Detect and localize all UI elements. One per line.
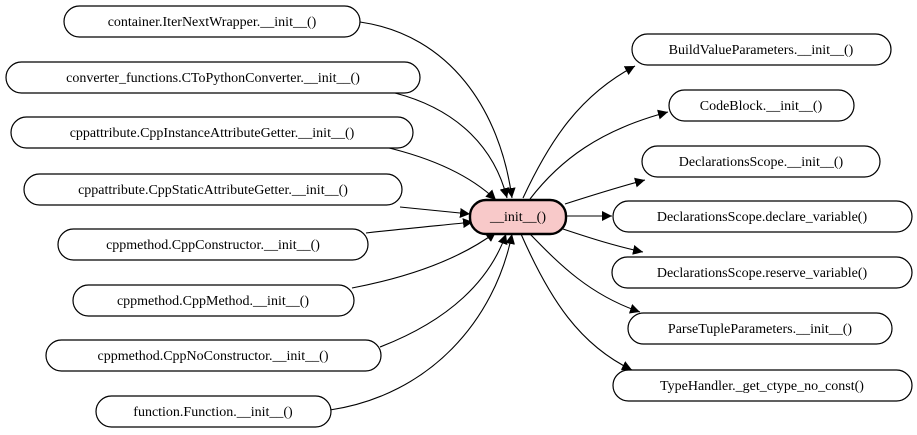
node-label: cppmethod.CppMethod.__init__() [117, 294, 309, 309]
node-callee-declarationsscope-reserve-variable[interactable]: DeclarationsScope.reserve_variable() [611, 256, 913, 289]
node-caller-cppmethod-cppmethod-init[interactable]: cppmethod.CppMethod.__init__() [72, 284, 355, 317]
node-caller-cppattribute-cppinstanceattributegetter-init[interactable]: cppattribute.CppInstanceAttributeGetter.… [10, 116, 414, 149]
edge-c5-to-init [365, 218, 474, 234]
edge-c7-to-init [379, 233, 508, 348]
node-label: DeclarationsScope.reserve_variable() [657, 266, 868, 281]
node-callee-parsetupleparameters-init[interactable]: ParseTupleParameters.__init__() [627, 312, 893, 345]
node-label: DeclarationsScope.declare_variable() [657, 210, 868, 225]
edge-c6-to-init [351, 231, 497, 289]
node-callee-buildvalueparameters-init[interactable]: BuildValueParameters.__init__() [631, 33, 892, 66]
edge-init-to-e2 [529, 109, 669, 200]
edge-c3-to-init [384, 146, 497, 201]
node-label: cppmethod.CppNoConstructor.__init__() [98, 349, 329, 364]
edge-init-to-e7 [520, 233, 633, 371]
node-caller-cppattribute-cppstaticattributegetter-init[interactable]: cppattribute.CppStaticAttributeGetter.__… [23, 173, 403, 206]
node-callee-declarationsscope-init[interactable]: DeclarationsScope.__init__() [641, 145, 881, 178]
node-label: CodeBlock.__init__() [700, 99, 823, 114]
edge-c2-to-init [394, 92, 510, 199]
node-center-init[interactable]: __init__() [468, 198, 568, 236]
node-label: converter_functions.CToPythonConverter._… [66, 71, 360, 86]
node-label: cppattribute.CppStaticAttributeGetter.__… [78, 183, 348, 198]
node-label: __init__() [489, 210, 546, 225]
node-label: ParseTupleParameters.__init__() [668, 322, 853, 337]
node-label: function.Function.__init__() [133, 405, 293, 420]
node-callee-codeblock-init[interactable]: CodeBlock.__init__() [668, 89, 855, 122]
node-caller-container-iternextwrapper-init[interactable]: container.IterNextWrapper.__init__() [63, 5, 361, 38]
edge-init-to-e1 [522, 65, 636, 199]
edge-c1-to-init [359, 21, 516, 199]
node-label: TypeHandler._get_ctype_no_const() [660, 379, 864, 394]
node-caller-cppmethod-cppnoconstructor-init[interactable]: cppmethod.CppNoConstructor.__init__() [45, 339, 382, 372]
node-caller-converter-functions-ctopythonconverter-init[interactable]: converter_functions.CToPythonConverter._… [5, 61, 421, 94]
node-callee-typehandler-get-ctype-no-const[interactable]: TypeHandler._get_ctype_no_const() [612, 369, 913, 402]
edge-c4-to-init [399, 206, 471, 218]
node-caller-function-function-init[interactable]: function.Function.__init__() [95, 395, 332, 428]
edge-init-to-e5 [562, 228, 644, 255]
node-label: BuildValueParameters.__init__() [669, 43, 854, 58]
edge-init-to-e3 [564, 177, 646, 205]
node-callee-declarationsscope-declare-variable[interactable]: DeclarationsScope.declare_variable() [612, 200, 913, 233]
edge-init-to-e6 [529, 233, 641, 314]
node-label: container.IterNextWrapper.__init__() [108, 15, 317, 30]
node-label: DeclarationsScope.__init__() [679, 155, 844, 170]
edge-c8-to-init [329, 233, 515, 411]
node-label: cppmethod.CppConstructor.__init__() [106, 238, 320, 253]
node-caller-cppmethod-cppconstructor-init[interactable]: cppmethod.CppConstructor.__init__() [57, 228, 369, 261]
node-label: cppattribute.CppInstanceAttributeGetter.… [70, 126, 355, 141]
